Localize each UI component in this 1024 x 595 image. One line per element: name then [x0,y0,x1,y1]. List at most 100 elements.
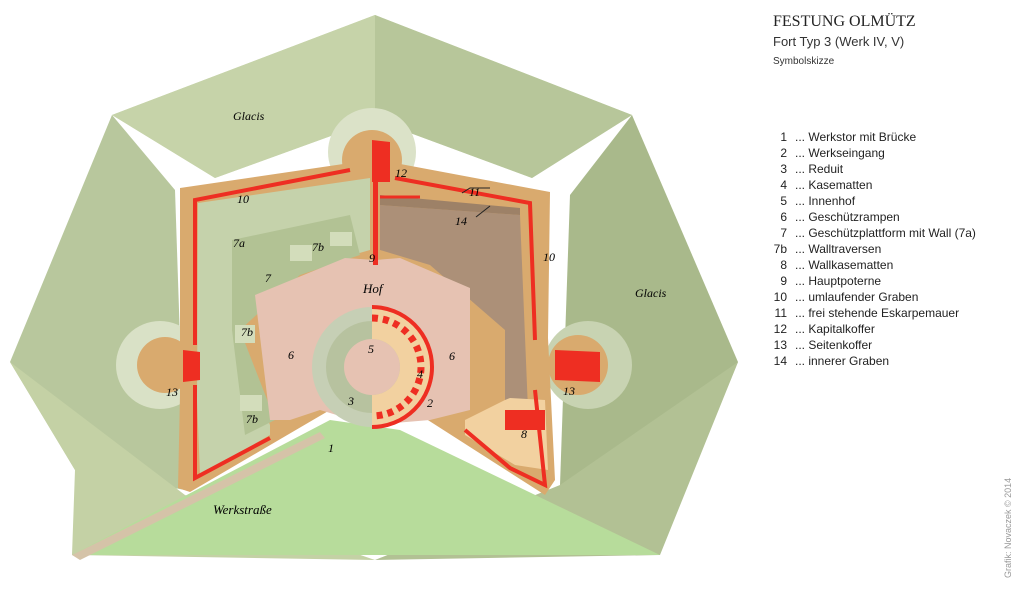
legend-row: 2 ... Werkseingang [765,146,1015,162]
traverse-4 [240,395,262,411]
label-7b-a: 7b [312,240,324,254]
label-7: 7 [265,271,272,285]
legend-text: ... innerer Graben [795,354,890,368]
legend-row: 6 ... Geschützrampen [765,210,1015,226]
label-werkstrasse: Werkstraße [213,502,272,517]
legend-num: 3 [780,162,787,176]
glacis-facet-bottom-left [10,362,375,560]
label-6a: 6 [288,348,294,362]
label-12: 12 [395,166,407,180]
legend-row: 5 ... Innenhof [765,194,1015,210]
traverse-1 [290,245,312,261]
legend-num: 6 [780,210,787,224]
caponier-top [372,140,390,182]
legend-row: 9 ... Hauptpoterne [765,274,1015,290]
label-5: 5 [368,342,374,356]
legend-text: ... Werkseingang [795,146,885,160]
escarp-wall-2 [193,385,271,482]
legend-text: ... Reduit [795,162,844,176]
legend-num: 4 [780,178,787,192]
legend-text: ... Innenhof [795,194,856,208]
traverse-3 [235,325,255,343]
legend-num: 5 [780,194,787,208]
label-2: 2 [427,396,433,410]
legend-text: ... Geschützrampen [795,210,900,224]
credit-line: Grafik: Novaczek © 2014 [1003,477,1013,578]
leader-14 [475,205,491,218]
legend-num: 9 [780,274,787,288]
legend-row: 3 ... Reduit [765,162,1015,178]
label-hof: Hof [362,281,385,296]
legend-num: 7b [773,242,787,256]
legend-num: 1 [780,130,787,144]
legend-text: ... Kasematten [795,178,873,192]
reduit-wall [371,305,434,429]
label-13a: 13 [166,385,178,399]
page-note: Symbolskizze [773,56,835,67]
label-7b-b: 7b [241,325,253,339]
glacis-facet-top-right [375,15,632,178]
legend-row: 14 ... innerer Graben [765,354,1015,370]
escarp-wall-4 [463,389,548,489]
legend-row: 12 ... Kapitalkoffer [765,322,1015,338]
caponier-right [555,350,600,382]
legend-num: 13 [773,338,787,352]
legend-row: 4 ... Kasematten [765,178,1015,194]
glacis-facet-top-left [112,15,375,178]
page-subtitle: Fort Typ 3 (Werk IV, V) [773,34,905,49]
label-14: 14 [455,214,467,228]
escarp-wall [193,168,351,345]
label-13b: 13 [563,384,575,398]
legend-num: 2 [780,146,787,160]
label-9: 9 [369,251,375,265]
legend-num: 14 [773,354,787,368]
legend-row: 1 ... Werkstor mit Brücke [765,130,1015,146]
legend-text: ... umlaufender Graben [795,290,919,304]
legend: 1 ... Werkstor mit Brücke 2 ... Werkseinga… [765,130,1015,370]
poterne [373,165,378,265]
legend-text: ... Walltraversen [795,242,882,256]
legend-num: 12 [773,322,787,336]
legend-text: ... Werkstor mit Brücke [795,130,917,144]
legend-text: ... Geschützplattform mit Wall (7a) [795,226,976,240]
legend-text: ... frei stehende Eskarpemauer [795,306,960,320]
legend-row: 11 ... frei stehende Eskarpemauer [765,306,1015,322]
legend-text: ... Kapitalkoffer [795,322,875,336]
label-10b: 10 [543,250,555,264]
legend-num: 10 [773,290,787,304]
legend-row: 13 ... Seitenkoffer [765,338,1015,354]
page-title: FESTUNG OLMÜTZ [773,13,916,30]
moat-caponier-left [137,337,193,393]
legend-text: ... Wallkasematten [795,258,894,272]
legend-num: 8 [780,258,787,272]
label-glacis-right: Glacis [635,286,667,300]
legend-row: 7... Geschützplattform mit Wall (7a) [765,226,1015,242]
casemate-block [505,410,545,430]
legend-row: 10 ... umlaufender Graben [765,290,1015,306]
label-7a: 7a [233,236,245,250]
werkstrasse-area [72,420,660,555]
legend-num: 11 [774,306,787,320]
caponier-left [183,350,200,382]
label-8: 8 [521,427,527,441]
legend-row: 7b ... Walltraversen [765,242,1015,258]
legend-text: ... Seitenkoffer [795,338,873,352]
label-3: 3 [347,394,354,408]
label-6b: 6 [449,349,455,363]
leader-11 [461,187,490,194]
label-10a: 10 [237,192,249,206]
werkstrasse-road [72,432,325,560]
legend-text: ... Hauptpoterne [795,274,882,288]
glacis-facet-bottom-right [375,362,738,560]
inner-courtyard [344,339,400,395]
label-7b-c: 7b [246,412,258,426]
reduit-casemates [372,307,432,427]
label-1: 1 [328,441,334,455]
gun-platform-left-inner [232,215,360,435]
label-11: 11 [469,185,480,199]
legend-row: 8 ... Wallkasematten [765,258,1015,274]
label-4: 4 [417,367,423,381]
traverse-2 [330,232,352,246]
